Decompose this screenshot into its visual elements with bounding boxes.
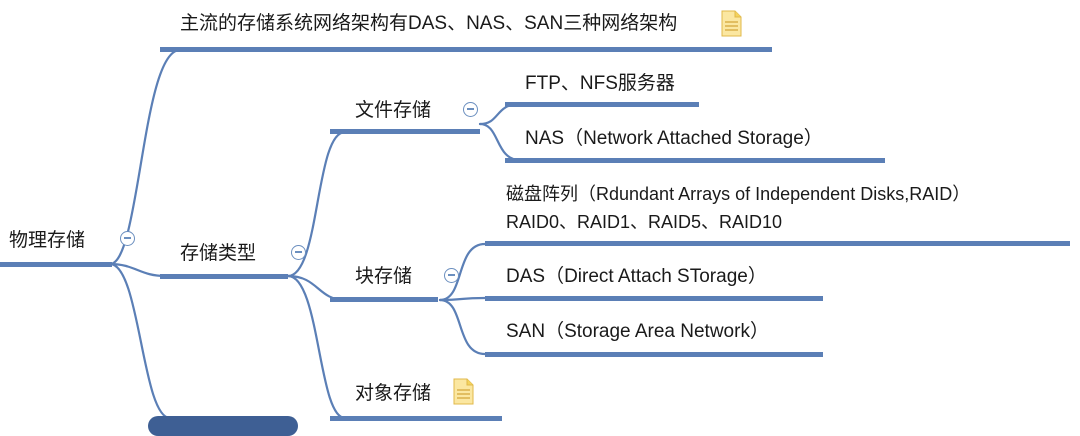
file-collapse-button[interactable] xyxy=(463,102,478,117)
object-node-label[interactable]: 对象存储 xyxy=(355,383,432,404)
block-node-label[interactable]: 块存储 xyxy=(355,266,413,287)
object-note-icon[interactable] xyxy=(453,378,474,405)
block-node-underline xyxy=(330,297,438,302)
summary-node-underline xyxy=(160,47,772,52)
connector-file-ftp xyxy=(478,102,522,126)
block-item-raid-underline xyxy=(485,241,1070,246)
connector-root-summary xyxy=(108,48,182,266)
block-item-das[interactable]: DAS（Direct Attach STorage） xyxy=(506,266,767,287)
connector-block-san xyxy=(438,298,487,356)
block-collapse-button[interactable] xyxy=(444,268,459,283)
connector-types-object xyxy=(286,274,347,420)
file-node-underline xyxy=(330,129,480,134)
block-item-san-underline xyxy=(485,352,823,357)
connector-root-types xyxy=(108,262,167,278)
summary-note-icon[interactable] xyxy=(721,10,742,37)
connector-block-raid xyxy=(438,242,487,302)
connector-types-file xyxy=(286,130,347,278)
file-item-nas-underline xyxy=(505,158,885,163)
types-collapse-button[interactable] xyxy=(291,245,306,260)
block-item-raid-levels[interactable]: RAID0、RAID1、RAID5、RAID10 xyxy=(506,212,783,232)
root-collapse-button[interactable] xyxy=(120,231,135,246)
root-node-label[interactable]: 物理存储 xyxy=(9,230,86,251)
block-item-raid-title[interactable]: 磁盘阵列（Rdundant Arrays of Independent Disk… xyxy=(506,184,971,204)
file-node-label[interactable]: 文件存储 xyxy=(355,100,432,121)
mindmap-connectors xyxy=(108,48,522,420)
block-item-san[interactable]: SAN（Storage Area Network） xyxy=(506,321,769,342)
block-item-das-underline xyxy=(485,296,823,301)
object-node-underline xyxy=(330,416,502,421)
file-item-ftp-underline xyxy=(505,102,699,107)
summary-node-label[interactable]: 主流的存储系统网络架构有DAS、NAS、SAN三种网络架构 xyxy=(180,13,678,34)
root-node-underline xyxy=(0,262,112,267)
connector-root-bottom xyxy=(108,262,172,420)
connector-file-nas xyxy=(478,122,522,162)
hidden-node-pill[interactable] xyxy=(148,416,298,436)
file-item-ftp[interactable]: FTP、NFS服务器 xyxy=(525,73,675,94)
file-item-nas[interactable]: NAS（Network Attached Storage） xyxy=(525,128,823,149)
types-node-underline xyxy=(160,274,288,279)
types-node-label[interactable]: 存储类型 xyxy=(180,243,257,264)
